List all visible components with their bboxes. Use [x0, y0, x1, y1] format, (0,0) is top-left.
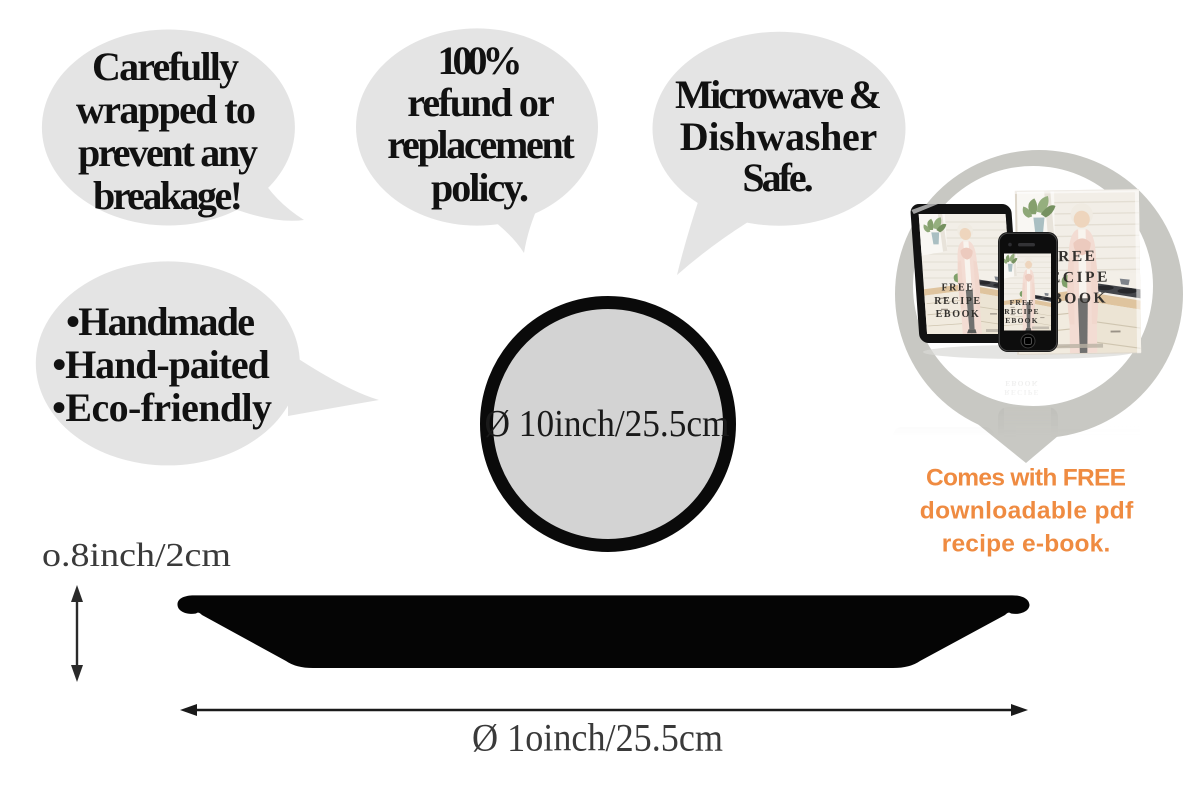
svg-text:o.8inch/2cm: o.8inch/2cm [42, 537, 231, 574]
svg-text:EBOOK: EBOOK [1005, 316, 1039, 325]
svg-text:RECIPE: RECIPE [934, 296, 981, 307]
svg-text:prevent any: prevent any [78, 130, 258, 175]
svg-text:recipe e-book.: recipe e-book. [942, 531, 1111, 558]
svg-text:downloadable pdf: downloadable pdf [920, 498, 1134, 525]
svg-text:breakage!: breakage! [93, 173, 243, 218]
svg-text:RECIPE: RECIPE [1004, 388, 1040, 397]
svg-text:FREE: FREE [1046, 248, 1098, 266]
svg-text:policy.: policy. [431, 165, 529, 210]
svg-text:refund or: refund or [407, 80, 555, 125]
svg-text:•Hand-paited: •Hand-paited [52, 342, 270, 387]
svg-text:Dishwasher: Dishwasher [680, 114, 878, 159]
svg-text:FREE: FREE [941, 283, 974, 294]
svg-text:Microwave &: Microwave & [675, 72, 882, 117]
svg-text:Safe.: Safe. [742, 155, 813, 200]
svg-text:•Eco-friendly: •Eco-friendly [52, 385, 272, 430]
svg-text:EBOOK: EBOOK [936, 309, 981, 320]
svg-text:Ø 10inch/25.5cm: Ø 10inch/25.5cm [485, 403, 730, 445]
svg-text:wrapped to: wrapped to [76, 87, 256, 132]
svg-text:RECIPE: RECIPE [1004, 307, 1040, 316]
svg-text:EBOOK: EBOOK [1005, 379, 1039, 388]
svg-text:FREE: FREE [1010, 298, 1035, 307]
svg-text:Comes with FREE: Comes with FREE [926, 465, 1126, 492]
svg-text:Carefully: Carefully [92, 44, 239, 89]
svg-text:•Handmade: •Handmade [66, 299, 255, 344]
svg-text:100%: 100% [438, 38, 523, 83]
svg-text:Ø 1oinch/25.5cm: Ø 1oinch/25.5cm [472, 717, 723, 760]
svg-text:replacement: replacement [387, 122, 575, 167]
